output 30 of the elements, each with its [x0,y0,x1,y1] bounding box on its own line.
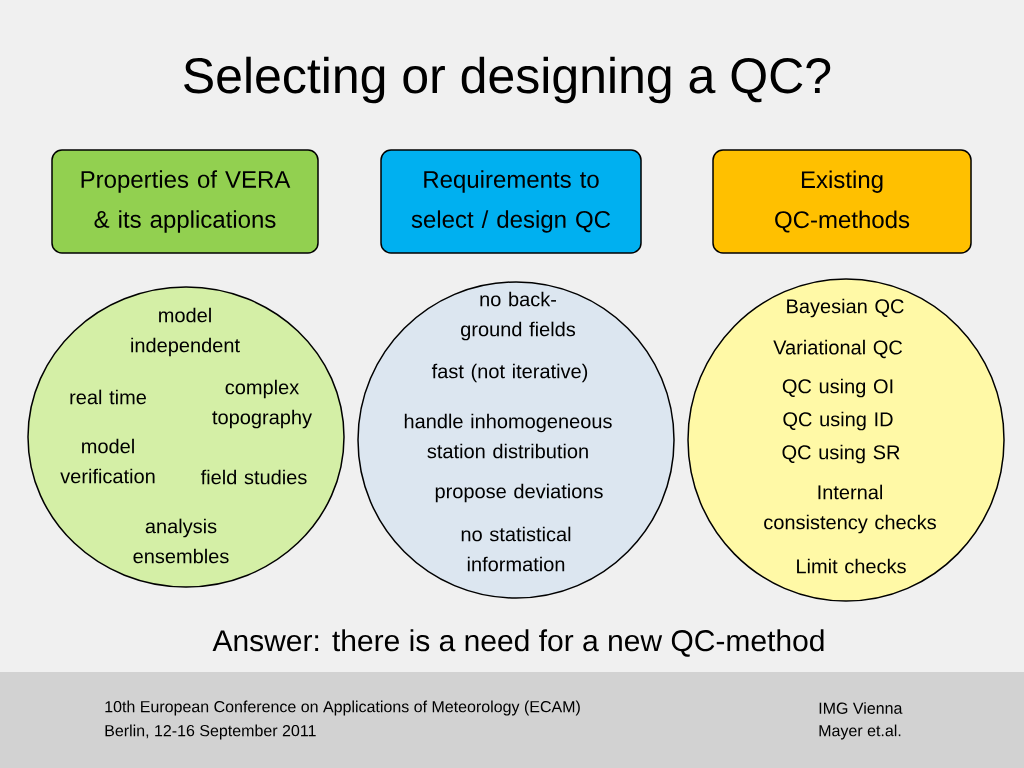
circle [357,281,675,599]
item-text: real time [70,389,146,405]
item-text: fast (not iterative) [431,363,588,383]
item-text: Limit checks [797,558,906,574]
answer-text: Answer: there is a need for a new QC-method [212,629,824,657]
item-text: QC using ID [783,411,893,431]
item-text: Variational QC [773,339,903,359]
item-text: Internal consistency checks [764,484,936,534]
circle [27,286,345,588]
item-text: Bayesian QC [787,298,904,318]
title: Selecting or designing a QC? [184,56,831,104]
item-text: analysis ensembles [133,518,229,564]
item-text: field studies [200,469,307,485]
footer-text: Mayer et.al. [819,724,901,740]
item-text: QC using SR [782,444,900,464]
item-text: QC using OI [782,378,893,398]
footer-text: Berlin, 12-16 September 2011 [105,724,316,740]
item-text: handle inhomogeneous station distribution [404,413,612,459]
footer-text: IMG Vienna [819,702,903,714]
item-text: propose deviations [435,483,603,503]
circle [687,278,1005,602]
item-text: complex topography [212,379,312,429]
item-text: no back- ground fields [461,291,576,341]
rounded-box: Requirements to select / design QC [380,149,642,254]
item-text: model independent [131,307,240,357]
footer-text: 10th European Conference on Applications of Meteorology (ECAM) [105,700,580,716]
rounded-box: Properties of VERA & its applications [51,149,319,254]
item-text: no statistical information [461,526,571,572]
rounded-box: Existing QC-methods [712,149,972,254]
item-text: model verification [60,438,155,484]
